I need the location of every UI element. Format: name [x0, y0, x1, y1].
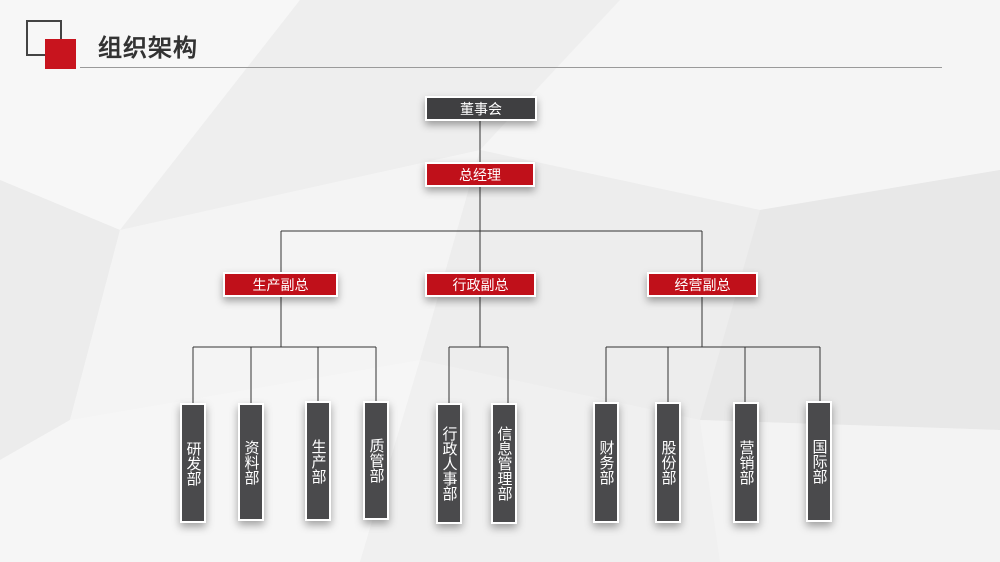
- vp-admin-node: 行政副总: [425, 272, 536, 297]
- logo-outline-square: [26, 20, 62, 56]
- dept-rnd: 研发部: [180, 403, 206, 523]
- dept-hr: 行政人事部: [436, 403, 462, 524]
- dept-quality: 质管部: [363, 401, 389, 520]
- dept-it: 信息管理部: [491, 403, 517, 524]
- dept-finance: 财务部: [593, 402, 619, 523]
- dept-marketing: 营销部: [733, 402, 759, 523]
- title-divider: [80, 67, 942, 68]
- vp-production-node: 生产副总: [223, 272, 338, 297]
- dept-international: 国际部: [806, 401, 832, 522]
- dept-shares: 股份部: [655, 402, 681, 523]
- board-node: 董事会: [425, 96, 537, 121]
- page-title: 组织架构: [98, 34, 198, 62]
- vp-business-node: 经营副总: [647, 272, 758, 297]
- dept-data: 资料部: [238, 403, 264, 521]
- dept-production: 生产部: [305, 401, 331, 521]
- gm-node: 总经理: [425, 162, 535, 187]
- logo-red-square: [45, 39, 76, 69]
